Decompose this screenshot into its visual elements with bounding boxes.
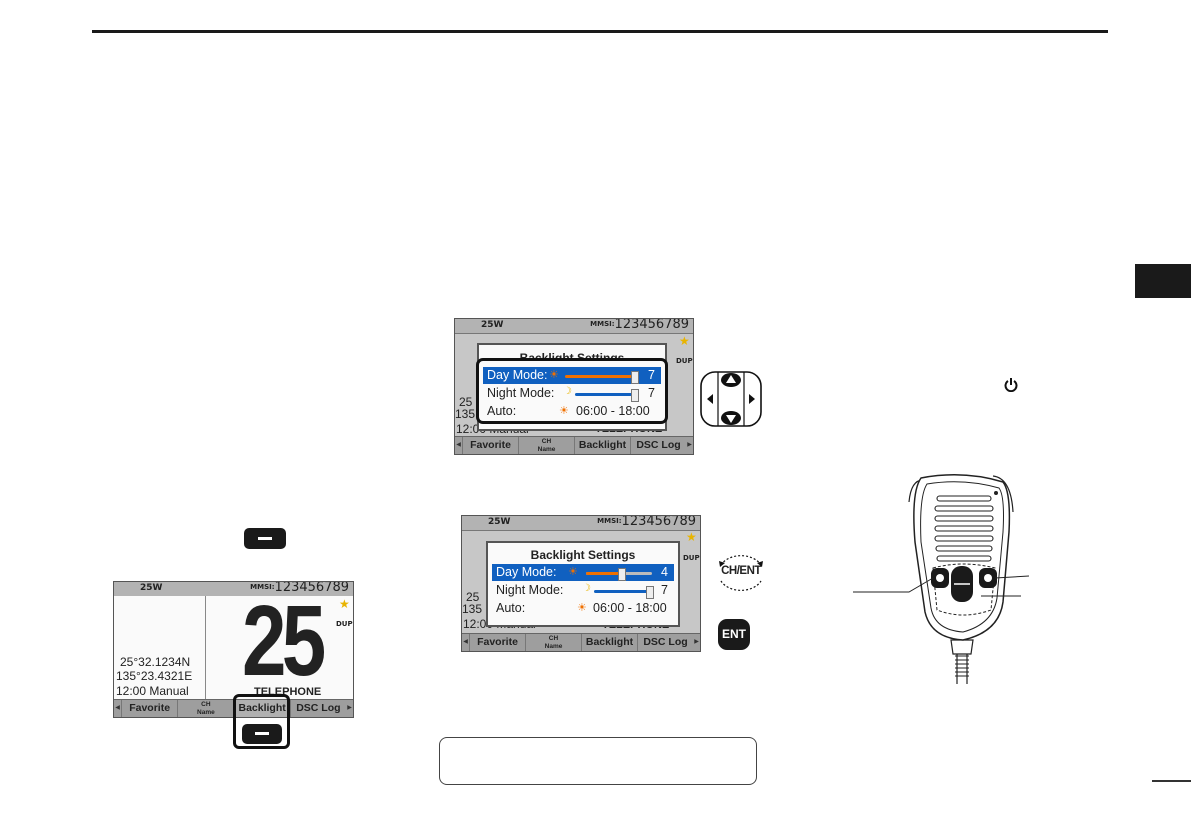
softkey-favorite[interactable]: Favorite bbox=[121, 700, 177, 717]
night-mode-row[interactable]: Night Mode: 7 bbox=[487, 386, 655, 400]
day-slider-track[interactable] bbox=[565, 375, 637, 378]
page-number-rule bbox=[1152, 780, 1191, 782]
night-slider-track[interactable] bbox=[575, 393, 637, 396]
scroll-right-icon[interactable]: ▶ bbox=[347, 705, 352, 711]
sun-icon: ☀ bbox=[577, 602, 587, 614]
lcd-screen-backlight-2: 25W MMSI:123456789 ★ DUP 25 135 12:00 Ma… bbox=[461, 515, 701, 652]
favorite-star-icon: ★ bbox=[339, 597, 350, 611]
favorite-star-icon: ★ bbox=[686, 530, 697, 544]
mmsi-display: MMSI:123456789 bbox=[250, 581, 349, 595]
sun-icon: ☀ bbox=[568, 566, 578, 578]
direction-pad-icon[interactable] bbox=[700, 371, 762, 427]
scroll-left-icon[interactable]: ◀ bbox=[115, 705, 120, 711]
power-indicator: 25W bbox=[481, 320, 504, 330]
auto-time-range: 06:00 - 18:00 bbox=[576, 404, 650, 418]
time-text: 12:00 Manual bbox=[116, 684, 189, 698]
scroll-right-icon[interactable]: ▶ bbox=[687, 442, 692, 448]
sun-icon: ☀ bbox=[559, 405, 569, 417]
latitude-text: 25°32.1234N bbox=[120, 655, 191, 669]
softkey-favorite[interactable]: Favorite bbox=[469, 634, 525, 651]
night-mode-row[interactable]: Night Mode: 7 bbox=[496, 583, 668, 597]
auto-row[interactable]: Auto: bbox=[487, 404, 517, 418]
softkey-dsc-log[interactable]: DSC Log bbox=[637, 634, 693, 651]
moon-icon: ☽ bbox=[563, 386, 572, 397]
ent-key-icon[interactable]: ENT bbox=[718, 619, 750, 650]
day-slider-knob[interactable] bbox=[618, 568, 626, 581]
night-slider-knob[interactable] bbox=[631, 389, 639, 402]
status-bar: 25W MMSI:123456789 bbox=[455, 319, 693, 334]
backlight-key-callout bbox=[233, 694, 290, 749]
channel-number: 25 bbox=[242, 585, 326, 697]
softkey-button-icon bbox=[244, 528, 286, 549]
backlight-settings-dialog: Backlight Settings Day Mode: 4 ☀ Night M… bbox=[486, 541, 680, 627]
sun-icon: ☀ bbox=[549, 369, 559, 381]
header-rule bbox=[92, 30, 1108, 33]
favorite-star-icon: ★ bbox=[679, 334, 690, 348]
scroll-left-icon[interactable]: ◀ bbox=[463, 639, 468, 645]
dup-indicator: DUP bbox=[336, 620, 353, 628]
dup-indicator: DUP bbox=[683, 554, 700, 562]
scroll-right-icon[interactable]: ▶ bbox=[694, 639, 699, 645]
dialog-title: Backlight Settings bbox=[530, 548, 636, 562]
ent-label: ENT bbox=[722, 627, 746, 641]
settings-zoom-callout: Day Mode: 7 ☀ Night Mode: 7 ☽ Auto: ☀ 06… bbox=[476, 358, 668, 424]
power-icon bbox=[1004, 378, 1018, 392]
status-bar: 25W MMSI:123456789 bbox=[462, 516, 700, 531]
background-lon: 135 bbox=[455, 407, 476, 421]
left-info-panel bbox=[114, 596, 205, 700]
background-lat: 25 bbox=[459, 395, 473, 409]
background-lon: 135 bbox=[462, 602, 483, 616]
softkey-dsc-log[interactable]: DSC Log bbox=[630, 437, 686, 454]
channel-panel-divider bbox=[205, 596, 206, 700]
dup-indicator: DUP bbox=[676, 357, 693, 365]
backlight-hard-key[interactable] bbox=[242, 724, 282, 744]
background-lat: 25 bbox=[466, 590, 480, 604]
scroll-left-icon[interactable]: ◀ bbox=[456, 442, 461, 448]
auto-row[interactable]: Auto: bbox=[496, 601, 526, 615]
power-indicator: 25W bbox=[140, 583, 163, 593]
night-slider-knob[interactable] bbox=[646, 586, 654, 599]
night-slider-track[interactable] bbox=[594, 590, 652, 593]
day-mode-row[interactable]: Day Mode: 4 bbox=[492, 564, 674, 581]
softkey-backlight[interactable]: Backlight bbox=[574, 437, 630, 454]
longitude-text: 135°23.4321E bbox=[116, 669, 193, 683]
day-slider-fill bbox=[586, 572, 622, 575]
dial-label: CH/ENT bbox=[721, 565, 761, 577]
note-box bbox=[439, 737, 757, 785]
channel-panel bbox=[206, 596, 353, 700]
softkey-backlight[interactable]: Backlight bbox=[581, 634, 637, 651]
softkey-dsc-log[interactable]: DSC Log bbox=[289, 700, 346, 717]
power-indicator: 25W bbox=[488, 517, 511, 527]
ch-ent-dial-icon[interactable]: CH/ENT bbox=[713, 551, 769, 595]
day-slider-knob[interactable] bbox=[631, 371, 639, 384]
moon-icon: ☽ bbox=[582, 583, 591, 594]
softkey-favorite[interactable]: Favorite bbox=[462, 437, 518, 454]
lcd-screen-main: 25W MMSI:123456789 25 ★ DUP 25°32.1234N … bbox=[113, 581, 354, 718]
auto-time-range: 06:00 - 18:00 bbox=[593, 601, 667, 615]
mmsi-display: MMSI:123456789 bbox=[597, 515, 696, 529]
microphone-illustration bbox=[853, 474, 1030, 684]
section-tab bbox=[1135, 264, 1191, 298]
mmsi-display: MMSI:123456789 bbox=[590, 318, 689, 332]
